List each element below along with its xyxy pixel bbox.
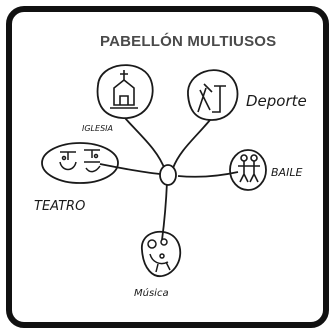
sports-icon xyxy=(197,83,226,113)
node-baile[interactable]: BAILE xyxy=(229,149,302,191)
church-icon xyxy=(110,70,138,109)
theater-icon xyxy=(59,149,101,173)
connector-teatro xyxy=(99,163,161,175)
node-deporte[interactable]: Deporte xyxy=(187,69,307,121)
node-label: IGLESIA xyxy=(82,124,113,133)
node-label: Música xyxy=(134,287,169,299)
connector-lines xyxy=(99,117,239,241)
connector-baile xyxy=(177,171,239,178)
dance-icon xyxy=(238,154,260,183)
hub-node xyxy=(159,164,177,186)
connector-deporte xyxy=(172,119,211,169)
connector-iglesia xyxy=(124,117,166,171)
node-iglesia[interactable]: IGLESIA xyxy=(82,64,154,133)
node-label: BAILE xyxy=(271,166,302,179)
node-label: TEATRO xyxy=(34,199,85,214)
node-musica[interactable]: Música xyxy=(134,230,182,299)
node-label: Deporte xyxy=(246,92,307,110)
page-title: PABELLÓN MULTIUSOS xyxy=(100,33,277,50)
node-teatro[interactable]: TEATRO xyxy=(34,142,119,214)
connector-musica xyxy=(161,181,168,241)
music-icon xyxy=(147,238,171,273)
